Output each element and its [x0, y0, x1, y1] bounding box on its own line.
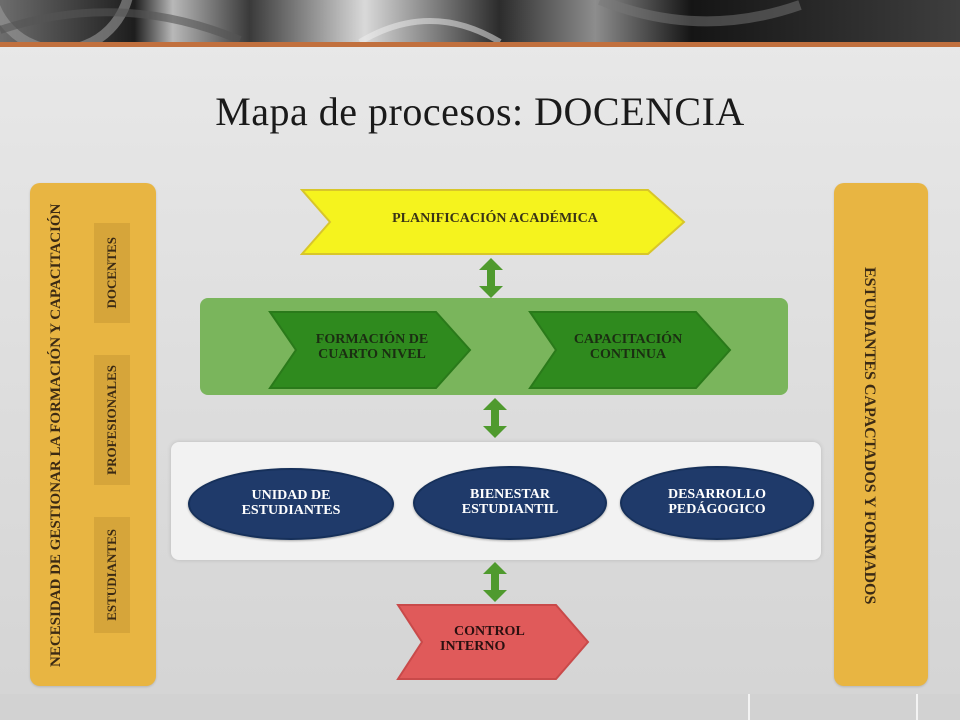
box-estudiantes-label: ESTUDIANTES [104, 529, 119, 621]
support-process-3-line1: DESARROLLO [667, 487, 767, 503]
connector-arrow-1 [479, 258, 503, 298]
core-process-shape-2 [528, 311, 732, 389]
support-process-oval-3: DESARROLLO PEDÁGOGICO [620, 466, 814, 540]
control-process-line2: INTERNO [440, 638, 506, 654]
box-profesionales: PROFESIONALES [94, 355, 130, 485]
right-panel-label: ESTUDIANTES CAPACTADOS Y FORMADOS [861, 266, 878, 605]
core-process-shape-1 [268, 311, 472, 389]
core-process-2-line1: CAPACITACIÓN [573, 332, 683, 347]
core-process-2-line2: CONTINUA [589, 346, 667, 362]
left-panel-label: NECESIDAD DE GESTIONAR LA FORMACIÓN Y CA… [48, 203, 64, 668]
core-process-label-2: CAPACITACIÓN CONTINUA [548, 332, 708, 362]
core-process-1-line2: CUARTO NIVEL [318, 346, 426, 362]
control-process-shape [396, 604, 590, 680]
right-output-panel: ESTUDIANTES CAPACTADOS Y FORMADOS [834, 183, 928, 686]
support-process-1-line1: UNIDAD DE [251, 488, 331, 504]
wheel-decoration [0, 0, 802, 42]
support-process-label-2: BIENESTAR ESTUDIANTIL [461, 487, 559, 517]
box-docentes-label: DOCENTES [104, 237, 119, 309]
header-image-band [0, 0, 960, 42]
support-process-2-line2: ESTUDIANTIL [461, 502, 559, 517]
header-accent-stripe [0, 42, 960, 47]
strategic-process-label: PLANIFICACIÓN ACADÉMICA [392, 211, 598, 226]
core-process-label-1: FORMACIÓN DE CUARTO NIVEL [292, 332, 452, 362]
support-process-1-line2: ESTUDIANTES [241, 503, 341, 518]
support-process-label-1: UNIDAD DE ESTUDIANTES [241, 488, 341, 518]
box-docentes: DOCENTES [94, 223, 130, 323]
control-process-label: CONTROL INTERNO [440, 624, 550, 654]
support-process-3-line2: PEDÁGOGICO [668, 502, 766, 517]
connector-arrow-3 [483, 562, 507, 602]
support-process-2-line1: BIENESTAR [470, 487, 550, 503]
connector-arrow-2 [483, 398, 507, 438]
box-estudiantes: ESTUDIANTES [94, 517, 130, 633]
box-profesionales-label: PROFESIONALES [104, 365, 119, 475]
footer-divider-2 [916, 694, 918, 720]
page-title: Mapa de procesos: DOCENCIA [215, 89, 745, 134]
core-process-1-line1: FORMACIÓN DE [315, 332, 429, 347]
left-input-panel: NECESIDAD DE GESTIONAR LA FORMACIÓN Y CA… [30, 183, 156, 686]
footer-divider-1 [748, 694, 750, 720]
support-process-oval-1: UNIDAD DE ESTUDIANTES [188, 468, 394, 540]
strategic-process-shape [300, 189, 686, 255]
support-process-oval-2: BIENESTAR ESTUDIANTIL [413, 466, 607, 540]
footer-band [0, 694, 960, 720]
support-process-label-3: DESARROLLO PEDÁGOGICO [667, 487, 767, 517]
control-process-line1: CONTROL [454, 624, 525, 639]
